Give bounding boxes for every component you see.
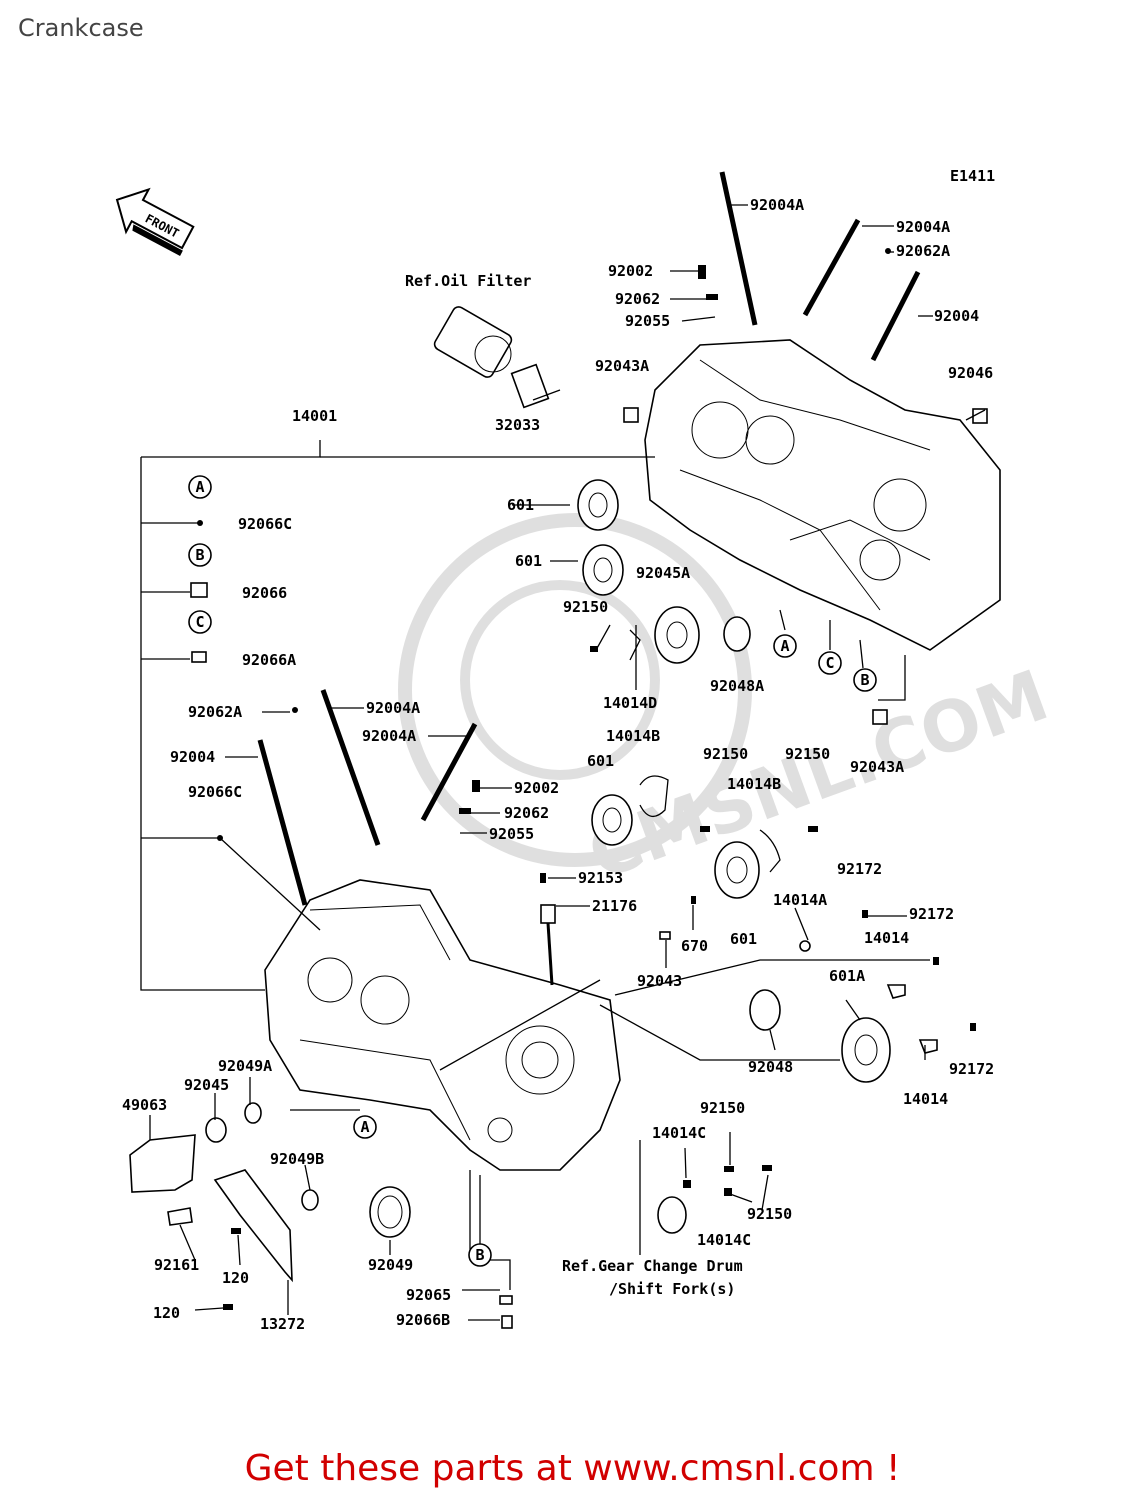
part-label: 92150 <box>563 598 608 616</box>
part-label: 92150 <box>700 1099 745 1117</box>
part-label: Ref.Gear Change Drum <box>562 1257 743 1275</box>
crankcase-exploded-diagram: CMSNL.COM FRONT <box>115 167 1059 1333</box>
part-label: 92150 <box>785 745 830 763</box>
part-label: 92172 <box>949 1060 994 1078</box>
part-label: 92055 <box>625 312 670 330</box>
part-label: 92161 <box>154 1256 199 1274</box>
part-label: 92172 <box>909 905 954 923</box>
part-label: 92049A <box>218 1057 272 1075</box>
part-label: 92055 <box>489 825 534 843</box>
part-label: 14014D <box>603 694 657 712</box>
front-arrow-icon: FRONT <box>115 187 195 256</box>
part-label: 92049 <box>368 1256 413 1274</box>
part-label: 92153 <box>578 869 623 887</box>
part-label: 92150 <box>703 745 748 763</box>
part-label: 670 <box>681 937 708 955</box>
part-label: 92004A <box>896 218 950 236</box>
part-label: 92045 <box>184 1076 229 1094</box>
callout-b: B <box>860 671 869 689</box>
part-label: 92043A <box>850 758 904 776</box>
part-label: 14014B <box>727 775 781 793</box>
part-label: 13272 <box>260 1315 305 1333</box>
part-label: 14014 <box>903 1090 948 1108</box>
part-label: 92062 <box>504 804 549 822</box>
callout-a: A <box>780 637 789 655</box>
part-label: 49063 <box>122 1096 167 1114</box>
part-label: 92045A <box>636 564 690 582</box>
part-label: 92004 <box>934 307 979 325</box>
small-hardware <box>129 248 976 1329</box>
callout-c: C <box>195 613 204 631</box>
part-label: 92066A <box>242 651 296 669</box>
part-label: 601 <box>587 752 614 770</box>
page-title: Crankcase <box>18 14 144 42</box>
part-label: 120 <box>153 1304 180 1322</box>
part-label: /Shift Fork(s) <box>609 1280 735 1298</box>
part-label: 92062 <box>615 290 660 308</box>
part-label: 601 <box>507 496 534 514</box>
part-label: 92150 <box>747 1205 792 1223</box>
bearings <box>144 407 988 1238</box>
part-label: 92066C <box>238 515 292 533</box>
part-label: 92002 <box>514 779 559 797</box>
part-label: 92048A <box>710 677 764 695</box>
diagram-code: E1411 <box>950 167 995 185</box>
part-label: 92172 <box>837 860 882 878</box>
part-label: 92004A <box>362 727 416 745</box>
part-label: 92002 <box>608 262 653 280</box>
part-label: 120 <box>222 1269 249 1287</box>
callout-markers: A B C A C B A B <box>188 475 877 1267</box>
part-label: 601 <box>730 930 757 948</box>
part-labels: 92004A 92004A 92062A 92004 92046 92002 9… <box>122 196 994 1333</box>
part-label: 21176 <box>592 897 637 915</box>
part-label: 92062A <box>896 242 950 260</box>
part-label: 92048 <box>748 1058 793 1076</box>
leader-lines <box>140 204 986 1321</box>
crankcase-lower-half <box>264 879 621 1171</box>
part-label: Ref.Oil Filter <box>405 272 531 290</box>
part-label: 92043 <box>637 972 682 990</box>
part-label: 92062A <box>188 703 242 721</box>
part-label: 92066 <box>242 584 287 602</box>
part-label: 92066B <box>396 1311 450 1329</box>
part-label: 92066C <box>188 783 242 801</box>
part-label: 32033 <box>495 416 540 434</box>
callout-b: B <box>475 1246 484 1264</box>
part-label: 14014C <box>697 1231 751 1249</box>
part-label: 14014 <box>864 929 909 947</box>
callout-b: B <box>195 546 204 564</box>
part-label: 14001 <box>292 407 337 425</box>
parts-shop-link[interactable]: Get these parts at www.cmsnl.com ! <box>244 1448 901 1489</box>
callout-a: A <box>360 1118 369 1136</box>
part-label: 601 <box>515 552 542 570</box>
part-label: 92046 <box>948 364 993 382</box>
part-label: 92004A <box>366 699 420 717</box>
callout-c: C <box>825 654 834 672</box>
oil-filter-icon <box>433 306 550 409</box>
part-label: 14014A <box>773 891 827 909</box>
crankcase-upper-half <box>644 339 1001 651</box>
part-label: 92049B <box>270 1150 324 1168</box>
callout-a: A <box>195 478 204 496</box>
part-label: 14014B <box>606 727 660 745</box>
part-label: 92004A <box>750 196 804 214</box>
part-label: 92043A <box>595 357 649 375</box>
part-label: 92065 <box>406 1286 451 1304</box>
part-label: 14014C <box>652 1124 706 1142</box>
part-label: 601A <box>829 967 865 985</box>
studs <box>257 171 921 906</box>
part-label: 92004 <box>170 748 215 766</box>
